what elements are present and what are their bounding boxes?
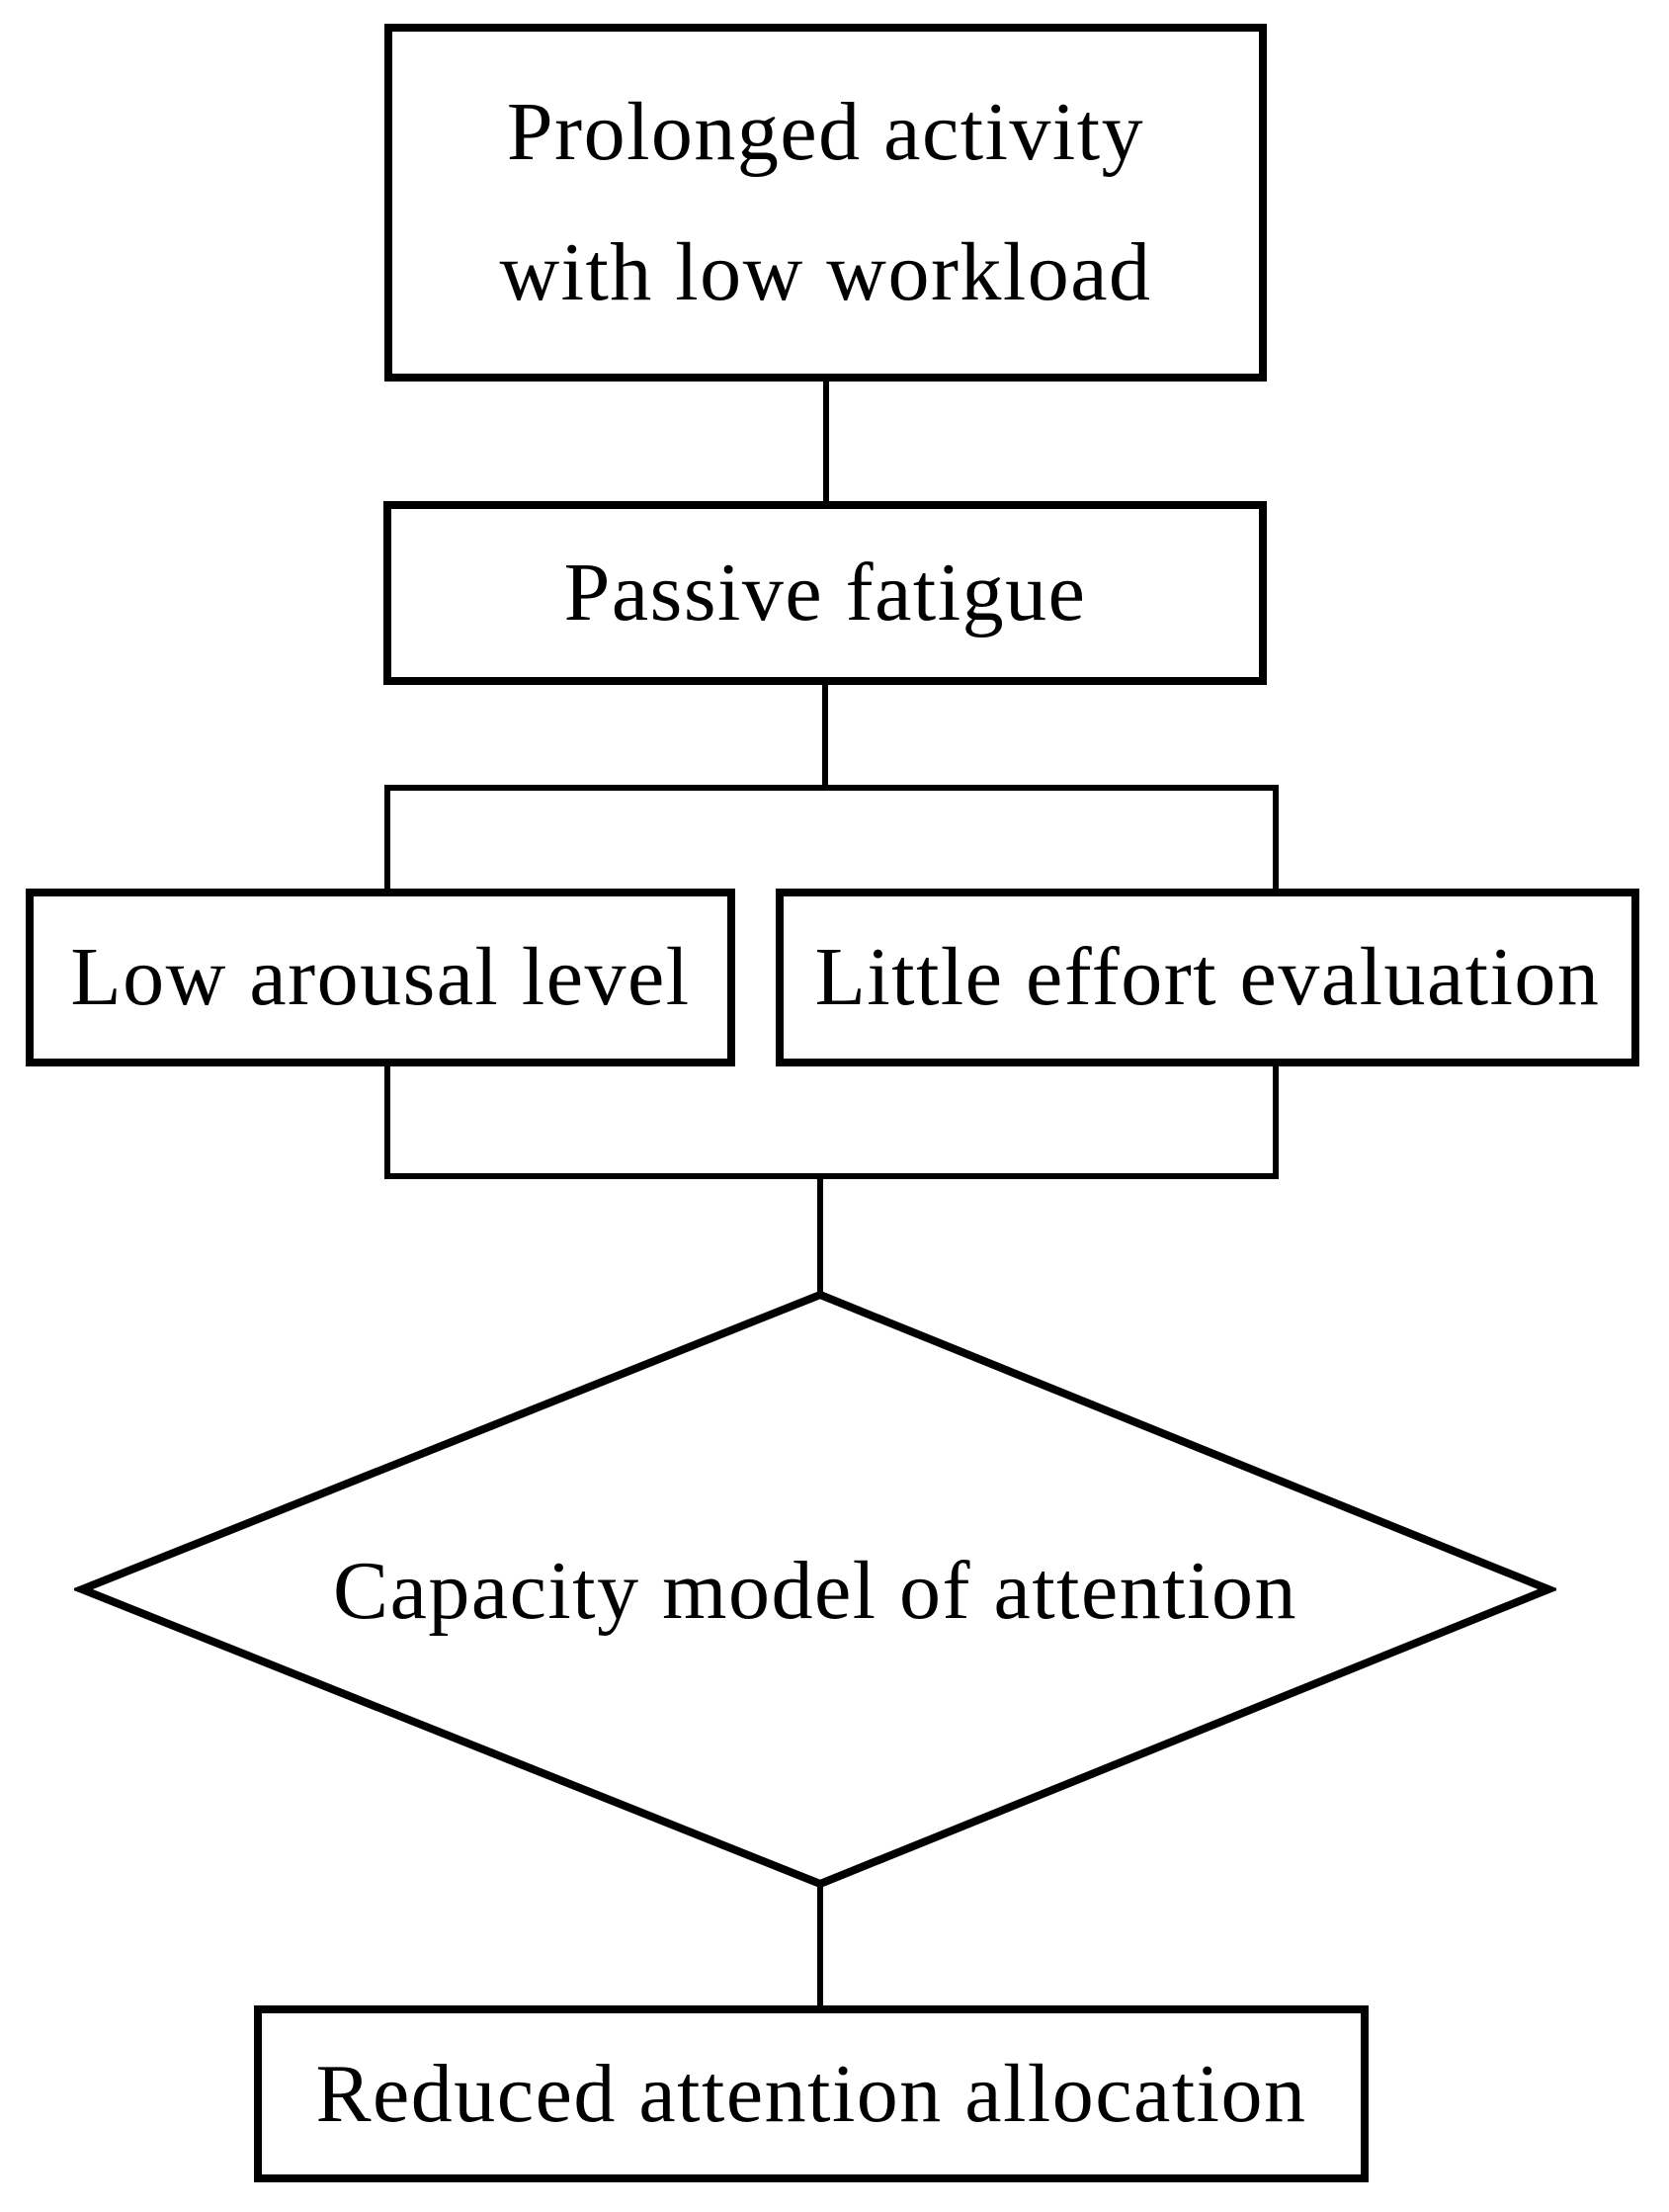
node-passive-fatigue: Passive fatigue: [383, 501, 1267, 685]
node-prolonged-activity-label: Prolonged activity with low workload: [499, 62, 1151, 343]
connector-merge-left-vertical: [384, 1063, 390, 1179]
node-capacity-model-line1: Capacity model of: [333, 1545, 972, 1637]
connector-merge-right-vertical: [1273, 1063, 1279, 1179]
node-prolonged-activity-line2: with low workload: [499, 226, 1152, 318]
connector-prolonged-to-passive: [823, 380, 829, 504]
connector-passive-to-split: [822, 683, 828, 790]
node-capacity-model-label: Capacity model of attention: [333, 1521, 1297, 1661]
node-passive-fatigue-label: Passive fatigue: [563, 547, 1087, 638]
node-reduced-attention-allocation-label: Reduced attention allocation: [315, 2047, 1307, 2140]
node-low-arousal-level: Low arousal level: [26, 889, 735, 1066]
connector-split-left-vertical: [384, 785, 390, 893]
node-capacity-model-of-attention: Capacity model of attention: [173, 1404, 1458, 1779]
node-capacity-model-line2: attention: [993, 1545, 1297, 1637]
node-reduced-attention-allocation: Reduced attention allocation: [254, 2005, 1369, 2182]
connector-diamond-to-reduced: [817, 1880, 823, 2008]
connector-split-horizontal: [384, 785, 1279, 791]
connector-merge-horizontal: [384, 1173, 1279, 1179]
node-prolonged-activity-line1: Prolonged activity: [506, 86, 1145, 178]
connector-merge-to-diamond: [817, 1176, 823, 1297]
connector-split-right-vertical: [1273, 785, 1279, 893]
node-little-effort-evaluation-label: Little effort evaluation: [814, 931, 1601, 1023]
node-prolonged-activity: Prolonged activity with low workload: [384, 24, 1267, 382]
node-little-effort-evaluation: Little effort evaluation: [776, 889, 1639, 1066]
node-low-arousal-level-label: Low arousal level: [70, 931, 691, 1023]
